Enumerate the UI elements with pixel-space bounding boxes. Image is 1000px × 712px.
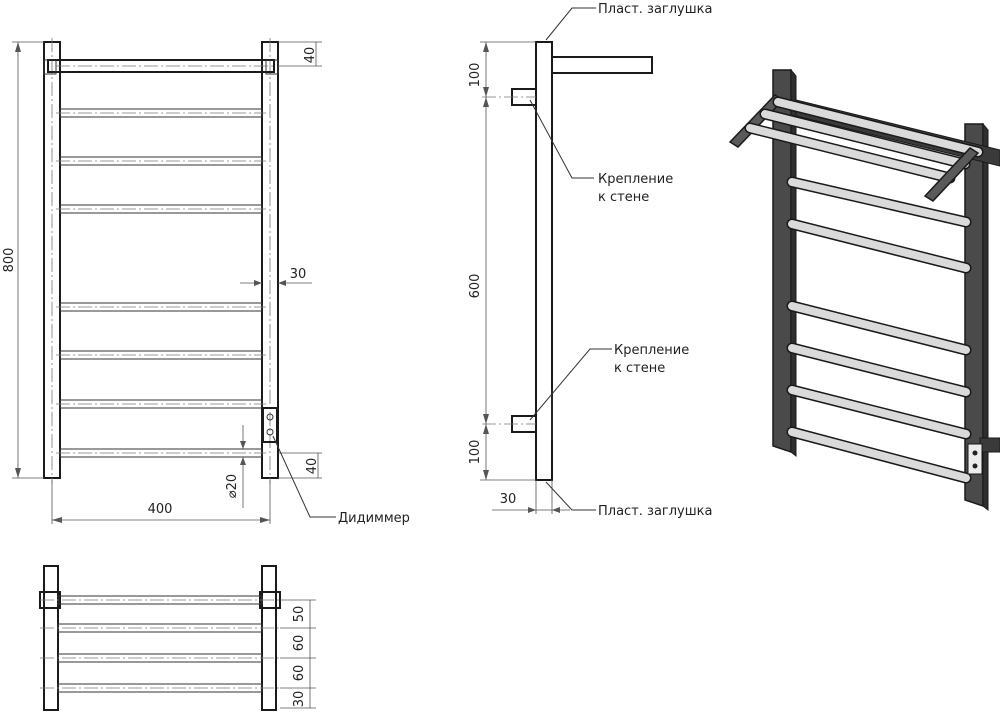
dim-bottom-label: 40 <box>305 458 320 475</box>
iso-dimmer-knob-icon <box>972 450 978 456</box>
dim-bottom: 40 <box>278 452 322 479</box>
cap-top-label: Пласт. заглушка <box>598 2 712 17</box>
side-post <box>535 41 553 481</box>
dimmer-screw-icon <box>266 428 274 436</box>
dimmer-box <box>262 407 278 443</box>
mount-bottom-label-2: к стене <box>614 361 665 376</box>
mount-bottom-label-1: Крепление <box>614 343 689 358</box>
top-bar-cap-right <box>265 59 279 75</box>
cap-bottom-callout: Пласт. заглушка <box>545 481 712 519</box>
cap-bottom-label: Пласт. заглушка <box>598 504 712 519</box>
dimmer-label: Дидиммер <box>338 511 410 526</box>
iso-shelf <box>728 94 1000 202</box>
side-dim-depth-label: 30 <box>500 492 517 507</box>
dim-top-bar: 40 <box>278 41 322 67</box>
side-dim-depth: 30 <box>492 480 570 514</box>
dim-width-label: 400 <box>148 502 173 517</box>
dim-height-label: 800 <box>2 248 17 273</box>
dimmer-knob-icon <box>266 413 274 421</box>
dim-diameter-label: ⌀20 <box>225 474 240 498</box>
top-dim-4-label: 30 <box>292 691 307 708</box>
front-view: 800 40 30 40 ⌀20 <box>2 38 410 526</box>
top-bar <box>47 59 275 73</box>
top-dim-3-label: 60 <box>292 665 307 682</box>
top-view-right-post <box>261 565 277 711</box>
top-view: 50 60 60 30 <box>39 565 316 711</box>
isometric-view <box>728 68 1000 512</box>
mount-top-callout: Крепление к стене <box>529 99 673 205</box>
side-dim-bottom-label: 100 <box>468 440 483 465</box>
side-dim-top-label: 100 <box>468 63 483 88</box>
side-top-bar <box>551 56 653 74</box>
dim-diameter: ⌀20 <box>225 425 246 508</box>
rungs <box>56 65 274 458</box>
iso-rungs <box>786 176 972 484</box>
top-view-dims: 50 60 60 30 <box>280 599 316 709</box>
iso-dimmer <box>967 443 983 475</box>
dim-post-width: 30 <box>240 267 312 286</box>
iso-dimmer-screw-icon <box>972 463 978 469</box>
side-view: 100 600 100 30 Пласт. заглушка Пласт. за… <box>468 2 712 519</box>
dimmer-callout: Дидиммер <box>272 435 410 526</box>
mount-top-label-2: к стене <box>598 190 649 205</box>
mount-top-label-1: Крепление <box>598 172 673 187</box>
top-view-left-post <box>43 565 59 711</box>
side-dim-middle-label: 600 <box>468 274 483 299</box>
dim-width: 400 <box>51 480 271 524</box>
mount-bottom-callout: Крепление к стене <box>529 343 689 421</box>
dim-post-width-label: 30 <box>290 267 307 282</box>
top-dim-1-label: 50 <box>292 606 307 623</box>
dim-top-bar-label: 40 <box>303 47 318 64</box>
dim-height: 800 <box>2 41 44 479</box>
cap-top-callout: Пласт. заглушка <box>545 2 712 41</box>
top-dim-2-label: 60 <box>292 635 307 652</box>
side-dims-vertical: 100 600 100 <box>468 41 536 481</box>
top-bar-cap-left <box>43 59 57 75</box>
